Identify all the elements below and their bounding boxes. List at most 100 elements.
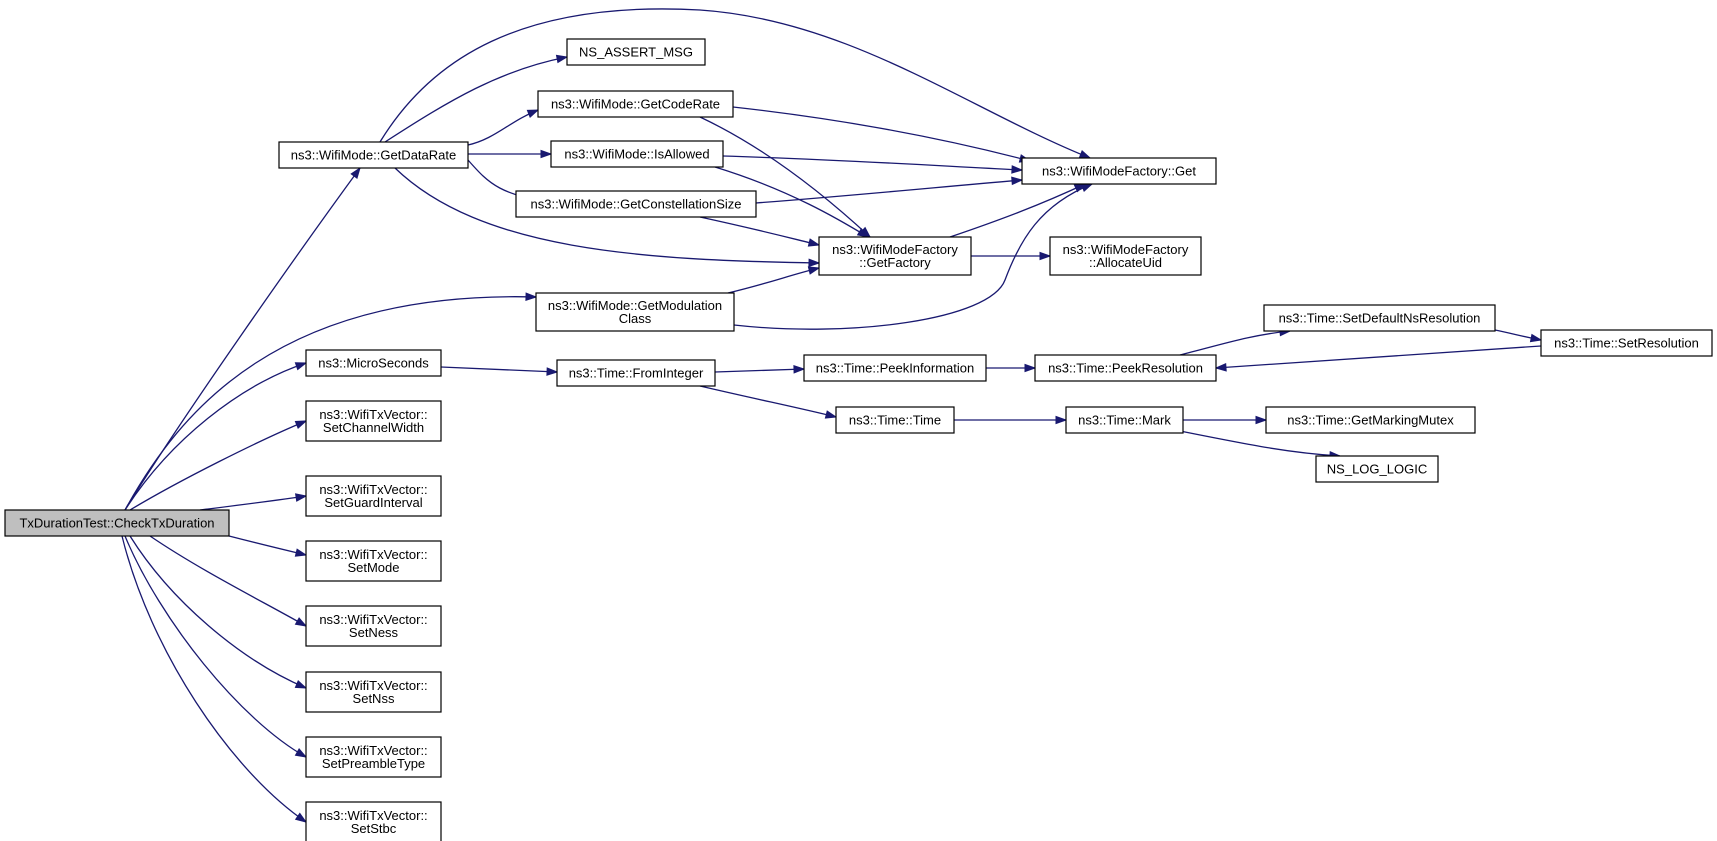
node-label: SetNess — [349, 625, 399, 640]
node-loglogic[interactable]: NS_LOG_LOGIC — [1315, 455, 1439, 483]
edge-isallowed-to-factoryget — [722, 155, 1024, 174]
arrowhead — [1255, 415, 1268, 425]
node-getmutex[interactable]: ns3::Time::GetMarkingMutex — [1265, 406, 1476, 434]
node-label: NS_LOG_LOGIC — [1327, 462, 1427, 477]
node-peekinfo[interactable]: ns3::Time::PeekInformation — [803, 354, 987, 382]
node-assertmsg[interactable]: NS_ASSERT_MSG — [566, 38, 706, 66]
node-box — [305, 349, 442, 377]
node-setnss[interactable]: ns3::WifiTxVector::SetNss — [305, 671, 442, 713]
edge-setres-to-peekres — [1214, 345, 1542, 372]
edge-line — [949, 183, 1086, 238]
node-setstbc[interactable]: ns3::WifiTxVector::SetStbc — [305, 801, 442, 841]
arrowhead — [1078, 150, 1092, 159]
node-getdatarate[interactable]: ns3::WifiMode::GetDataRate — [278, 141, 469, 169]
node-setguard[interactable]: ns3::WifiTxVector::SetGuardInterval — [305, 475, 442, 517]
edge-frominteger-to-peekinfo — [714, 365, 806, 374]
edge-getfactory-to-allocuid — [971, 251, 1052, 261]
arrowhead — [808, 258, 821, 268]
node-factoryget[interactable]: ns3::WifiModeFactory::Get — [1021, 157, 1217, 185]
arrowhead — [1055, 415, 1068, 425]
node-getconst[interactable]: ns3::WifiMode::GetConstellationSize — [515, 190, 757, 218]
edge-getconst-to-getfactory — [699, 216, 821, 247]
edge-line — [733, 183, 1093, 330]
edge-line — [124, 535, 307, 758]
node-micro[interactable]: ns3::MicroSeconds — [305, 349, 442, 377]
edge-root-to-setpreamble — [124, 535, 308, 758]
edge-mark-to-loglogic — [1179, 430, 1342, 460]
node-getfactory[interactable]: ns3::WifiModeFactory::GetFactory — [818, 236, 972, 276]
node-label: ns3::Time::PeekInformation — [816, 361, 974, 376]
node-box — [305, 671, 442, 713]
edge-root-to-setness — [149, 535, 308, 627]
node-setpreamble[interactable]: ns3::WifiTxVector::SetPreambleType — [305, 736, 442, 778]
node-peekres[interactable]: ns3::Time::PeekResolution — [1034, 354, 1217, 382]
arrowhead — [294, 548, 308, 557]
node-setdefault[interactable]: ns3::Time::SetDefaultNsResolution — [1263, 304, 1496, 332]
edge-line — [1179, 330, 1291, 356]
node-label: ns3::WifiMode::IsAllowed — [564, 147, 709, 162]
node-setness[interactable]: ns3::WifiTxVector::SetNess — [305, 605, 442, 647]
edge-root-to-getdatarate — [124, 166, 361, 511]
arrowhead — [294, 617, 308, 627]
node-label: ns3::Time::GetMarkingMutex — [1287, 413, 1454, 428]
edge-line — [379, 8, 1091, 159]
node-label: ns3::Time::FromInteger — [569, 366, 704, 381]
node-setchan[interactable]: ns3::WifiTxVector::SetChannelWidth — [305, 400, 442, 442]
node-frominteger[interactable]: ns3::Time::FromInteger — [556, 359, 716, 387]
node-box — [1049, 236, 1202, 276]
edge-isallowed-to-getfactory — [714, 166, 870, 238]
edge-getdatarate-to-getfactory — [394, 167, 821, 268]
edge-line — [699, 385, 837, 418]
node-box — [1265, 406, 1476, 434]
edge-frominteger-to-timetime — [699, 385, 838, 419]
node-label: ns3::WifiMode::GetConstellationSize — [531, 197, 742, 212]
node-setres[interactable]: ns3::Time::SetResolution — [1540, 329, 1713, 357]
edge-timetime-to-mark — [954, 415, 1068, 425]
edge-root-to-setstbc — [121, 535, 308, 823]
node-box — [835, 406, 955, 434]
arrowhead — [1080, 183, 1094, 192]
arrowhead — [1039, 251, 1052, 261]
edge-line — [124, 296, 537, 511]
node-label: ::AllocateUid — [1089, 255, 1162, 270]
node-box — [1263, 304, 1496, 332]
edge-getdatarate-to-getcoderate — [467, 109, 540, 146]
node-label: ns3::WifiMode::GetDataRate — [291, 148, 456, 163]
node-label: ns3::WifiMode::GetModulation — [548, 298, 722, 313]
node-getcoderate[interactable]: ns3::WifiMode::GetCodeRate — [537, 90, 734, 118]
node-label: ns3::WifiTxVector:: — [319, 743, 427, 758]
node-label: ns3::WifiTxVector:: — [319, 482, 427, 497]
arrowhead — [824, 410, 838, 419]
edge-line — [699, 116, 871, 238]
node-box — [305, 540, 442, 582]
node-label: TxDurationTest::CheckTxDuration — [19, 516, 214, 531]
arrowhead — [555, 54, 569, 64]
edge-layer — [121, 8, 1543, 823]
node-timetime[interactable]: ns3::Time::Time — [835, 406, 955, 434]
node-layer: TxDurationTest::CheckTxDurationns3::Wifi… — [4, 38, 1713, 841]
edge-line — [124, 362, 307, 511]
node-label: ns3::WifiModeFactory::Get — [1042, 164, 1196, 179]
edge-root-to-setnss — [129, 535, 308, 689]
node-label: SetMode — [347, 560, 399, 575]
edge-line — [732, 106, 1031, 162]
node-label: SetChannelWidth — [323, 420, 424, 435]
arrowhead — [793, 365, 806, 374]
node-root[interactable]: TxDurationTest::CheckTxDuration — [4, 509, 230, 537]
node-setmode[interactable]: ns3::WifiTxVector::SetMode — [305, 540, 442, 582]
node-box — [535, 292, 735, 332]
edge-getmodclass-to-getfactory — [727, 266, 821, 294]
arrowhead — [294, 812, 308, 823]
node-isallowed[interactable]: ns3::WifiMode::IsAllowed — [550, 140, 724, 168]
node-box — [1034, 354, 1217, 382]
edge-root-to-setguard — [199, 493, 308, 511]
edge-root-to-setchan — [129, 420, 308, 511]
node-box — [556, 359, 716, 387]
node-label: SetNss — [353, 691, 395, 706]
arrowhead — [1011, 176, 1024, 186]
node-mark[interactable]: ns3::Time::Mark — [1065, 406, 1184, 434]
arrowhead — [350, 166, 361, 180]
node-allocuid[interactable]: ns3::WifiModeFactory::AllocateUid — [1049, 236, 1202, 276]
